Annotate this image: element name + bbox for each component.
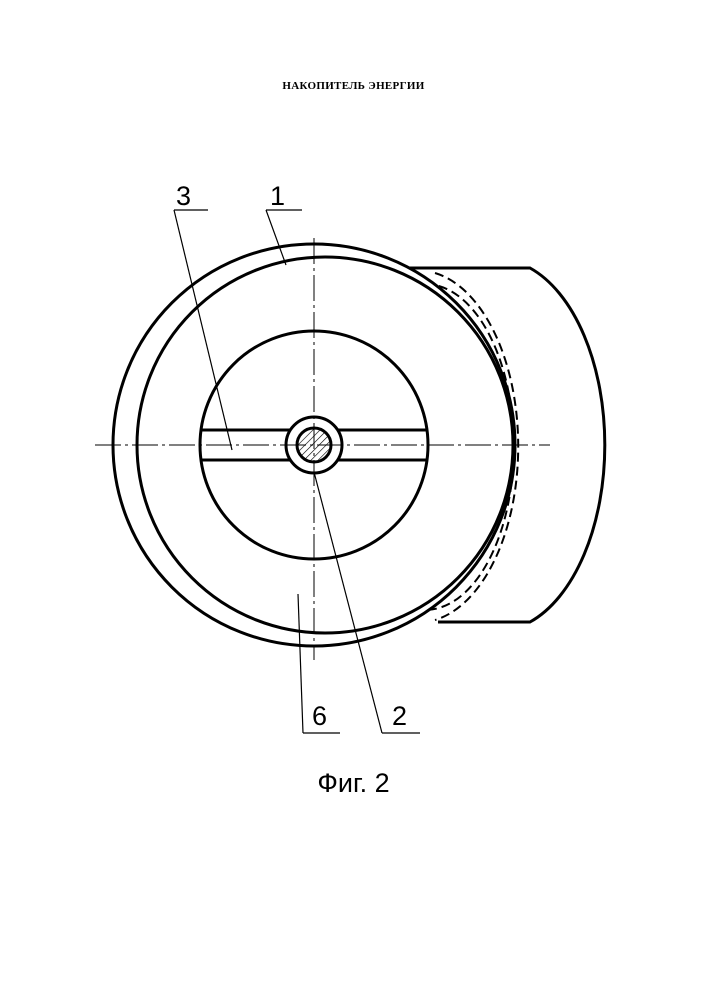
label-part-3: 3 bbox=[176, 181, 191, 211]
figure-caption: Фиг. 2 bbox=[0, 768, 707, 799]
label-part-2: 2 bbox=[392, 701, 407, 731]
label-part-6: 6 bbox=[312, 701, 327, 731]
label-part-1: 1 bbox=[270, 181, 285, 211]
